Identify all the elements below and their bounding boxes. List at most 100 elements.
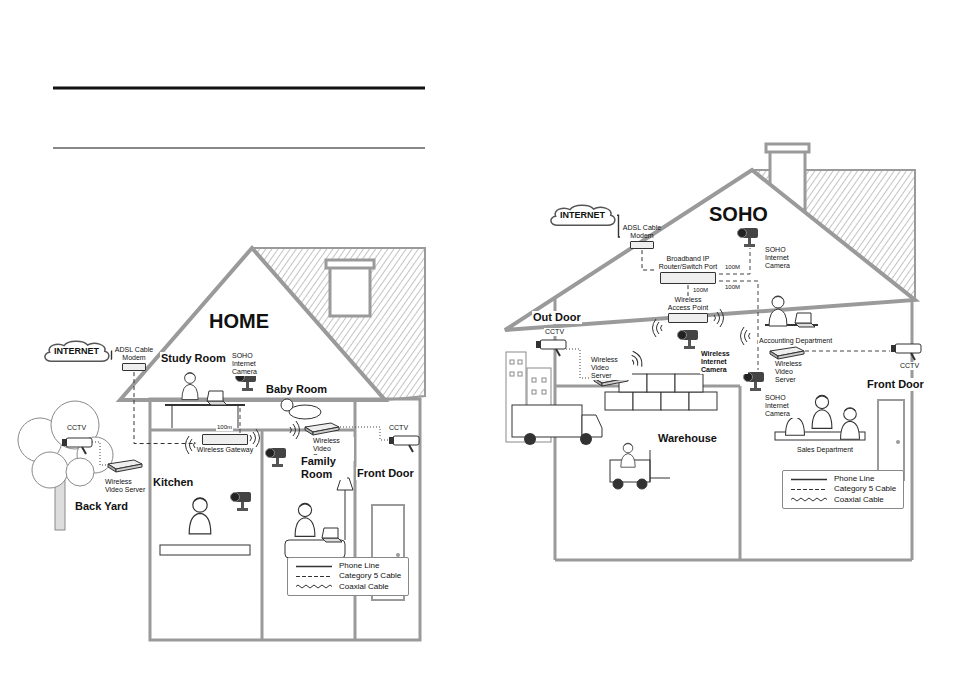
soho-figures-part xyxy=(621,443,635,467)
device-label: Wireless Video Server xyxy=(104,478,148,494)
legend-row: Phone Line xyxy=(790,474,896,484)
soho-figures-part-part xyxy=(675,374,703,392)
home-figures xyxy=(62,372,419,558)
device-label: CCTV xyxy=(66,424,87,432)
soho-figures-part xyxy=(653,319,663,337)
cloud-shape xyxy=(551,205,615,225)
device-box xyxy=(630,241,654,249)
legend-sample xyxy=(295,573,333,580)
soho-figures-part xyxy=(769,296,787,326)
home-figures-part xyxy=(345,490,346,540)
room-label: Front Door xyxy=(356,467,415,480)
legend-sample xyxy=(790,496,828,503)
device-label: Wireless Access Point xyxy=(663,296,713,312)
internet-cloud: INTERNET xyxy=(548,204,617,226)
home-cables-part xyxy=(240,406,241,433)
home-figures-part xyxy=(238,405,239,428)
home-figures-part xyxy=(108,460,142,472)
soho-house xyxy=(505,144,915,560)
home-figures-part xyxy=(250,429,260,447)
device-label: CCTV xyxy=(544,328,565,336)
soho-figures-part xyxy=(678,330,699,349)
internet-cloud: INTERNET xyxy=(42,340,111,362)
room-label: Kitchen xyxy=(152,476,194,489)
network-device: Broadband IP Router/Switch Port xyxy=(655,255,721,285)
soho-figures-part xyxy=(841,408,860,440)
room-label: Warehouse xyxy=(657,432,718,445)
legend-text: Phone Line xyxy=(834,474,874,484)
home-cables-part xyxy=(92,442,108,465)
soho-figures-part-part xyxy=(605,392,633,410)
header-rules xyxy=(53,88,425,148)
device-label: ADSL Cable Modem xyxy=(112,346,156,362)
home-figures-part xyxy=(231,492,252,511)
network-device: Wireless Gateway xyxy=(196,433,254,454)
legend-row: Category 5 Cable xyxy=(790,484,896,494)
device-label: SOHO Internet Camera xyxy=(764,394,808,418)
home-figures-part xyxy=(186,436,196,454)
cable-line xyxy=(617,215,620,237)
device-label: Accounting Department xyxy=(758,337,833,345)
soho-figures-part xyxy=(714,309,724,327)
legend-line xyxy=(791,478,827,480)
soho-house-part xyxy=(878,400,904,480)
home-figures-part xyxy=(62,438,92,454)
home-house-part xyxy=(120,248,385,400)
home-house-part xyxy=(354,399,357,640)
device-label: Sales Department xyxy=(796,446,854,454)
legend-text: Phone Line xyxy=(339,561,379,571)
soho-figures-part xyxy=(744,372,765,391)
home-figures-part xyxy=(305,423,339,435)
cable-line xyxy=(688,285,689,296)
legend-text: Category 5 Cable xyxy=(339,571,401,581)
soho-figures-part-part xyxy=(613,479,623,489)
soho-house-part xyxy=(911,298,914,560)
home-house-part xyxy=(150,399,420,640)
device-label: Wireless Video Server xyxy=(774,360,816,384)
soho-figures-part xyxy=(512,405,582,437)
room-label: Out Door xyxy=(532,311,582,324)
legend-sample xyxy=(295,563,333,570)
title-text: HOME xyxy=(208,310,270,333)
soho-figures xyxy=(512,228,921,489)
home-figures-part xyxy=(165,404,245,406)
legend-box: Phone LineCategory 5 CableCoaxial Cable xyxy=(287,557,409,596)
legend-row: Coaxial Cable xyxy=(295,582,401,592)
city-buildings-part xyxy=(518,360,522,364)
soho-figures-part xyxy=(812,395,832,428)
soho-figures-part xyxy=(738,228,759,247)
device-label: SOHO Internet Camera xyxy=(231,352,275,376)
legend-text: Coaxial Cable xyxy=(339,582,389,592)
soho-house-part xyxy=(739,386,742,560)
home-house-part xyxy=(261,430,264,640)
soho-figures-part-part xyxy=(689,392,717,410)
device-label: Broadband IP Router/Switch Port xyxy=(655,255,721,271)
tree-part xyxy=(32,452,68,488)
network-device: ADSL Cable Modem xyxy=(112,346,156,372)
cloud-shape xyxy=(45,341,109,361)
legend-sample xyxy=(790,486,828,493)
soho-figures-part xyxy=(741,327,751,345)
device-box xyxy=(122,363,146,371)
legend-sample xyxy=(295,583,333,590)
legend-row: Coaxial Cable xyxy=(790,495,896,505)
header-rules-part xyxy=(53,87,425,90)
device-label: 100M xyxy=(724,284,741,291)
legend-row: Category 5 Cable xyxy=(295,571,401,581)
room-label: Family Room xyxy=(300,455,347,480)
soho-figures-part-part xyxy=(650,450,651,482)
room-label: Front Door xyxy=(866,378,925,391)
tree-part xyxy=(66,458,94,486)
home-figures-part xyxy=(389,436,419,452)
device-label: CCTV xyxy=(388,424,409,432)
soho-figures-part-part xyxy=(661,392,689,410)
legend-text: Coaxial Cable xyxy=(834,495,884,505)
soho-figures-part-part xyxy=(637,479,647,489)
soho-house-part xyxy=(766,144,809,152)
device-box xyxy=(668,313,708,323)
city-buildings-part xyxy=(542,390,546,394)
legend-sample xyxy=(790,476,828,483)
soho-figures-part xyxy=(891,344,921,360)
home-figures-part xyxy=(172,405,173,428)
